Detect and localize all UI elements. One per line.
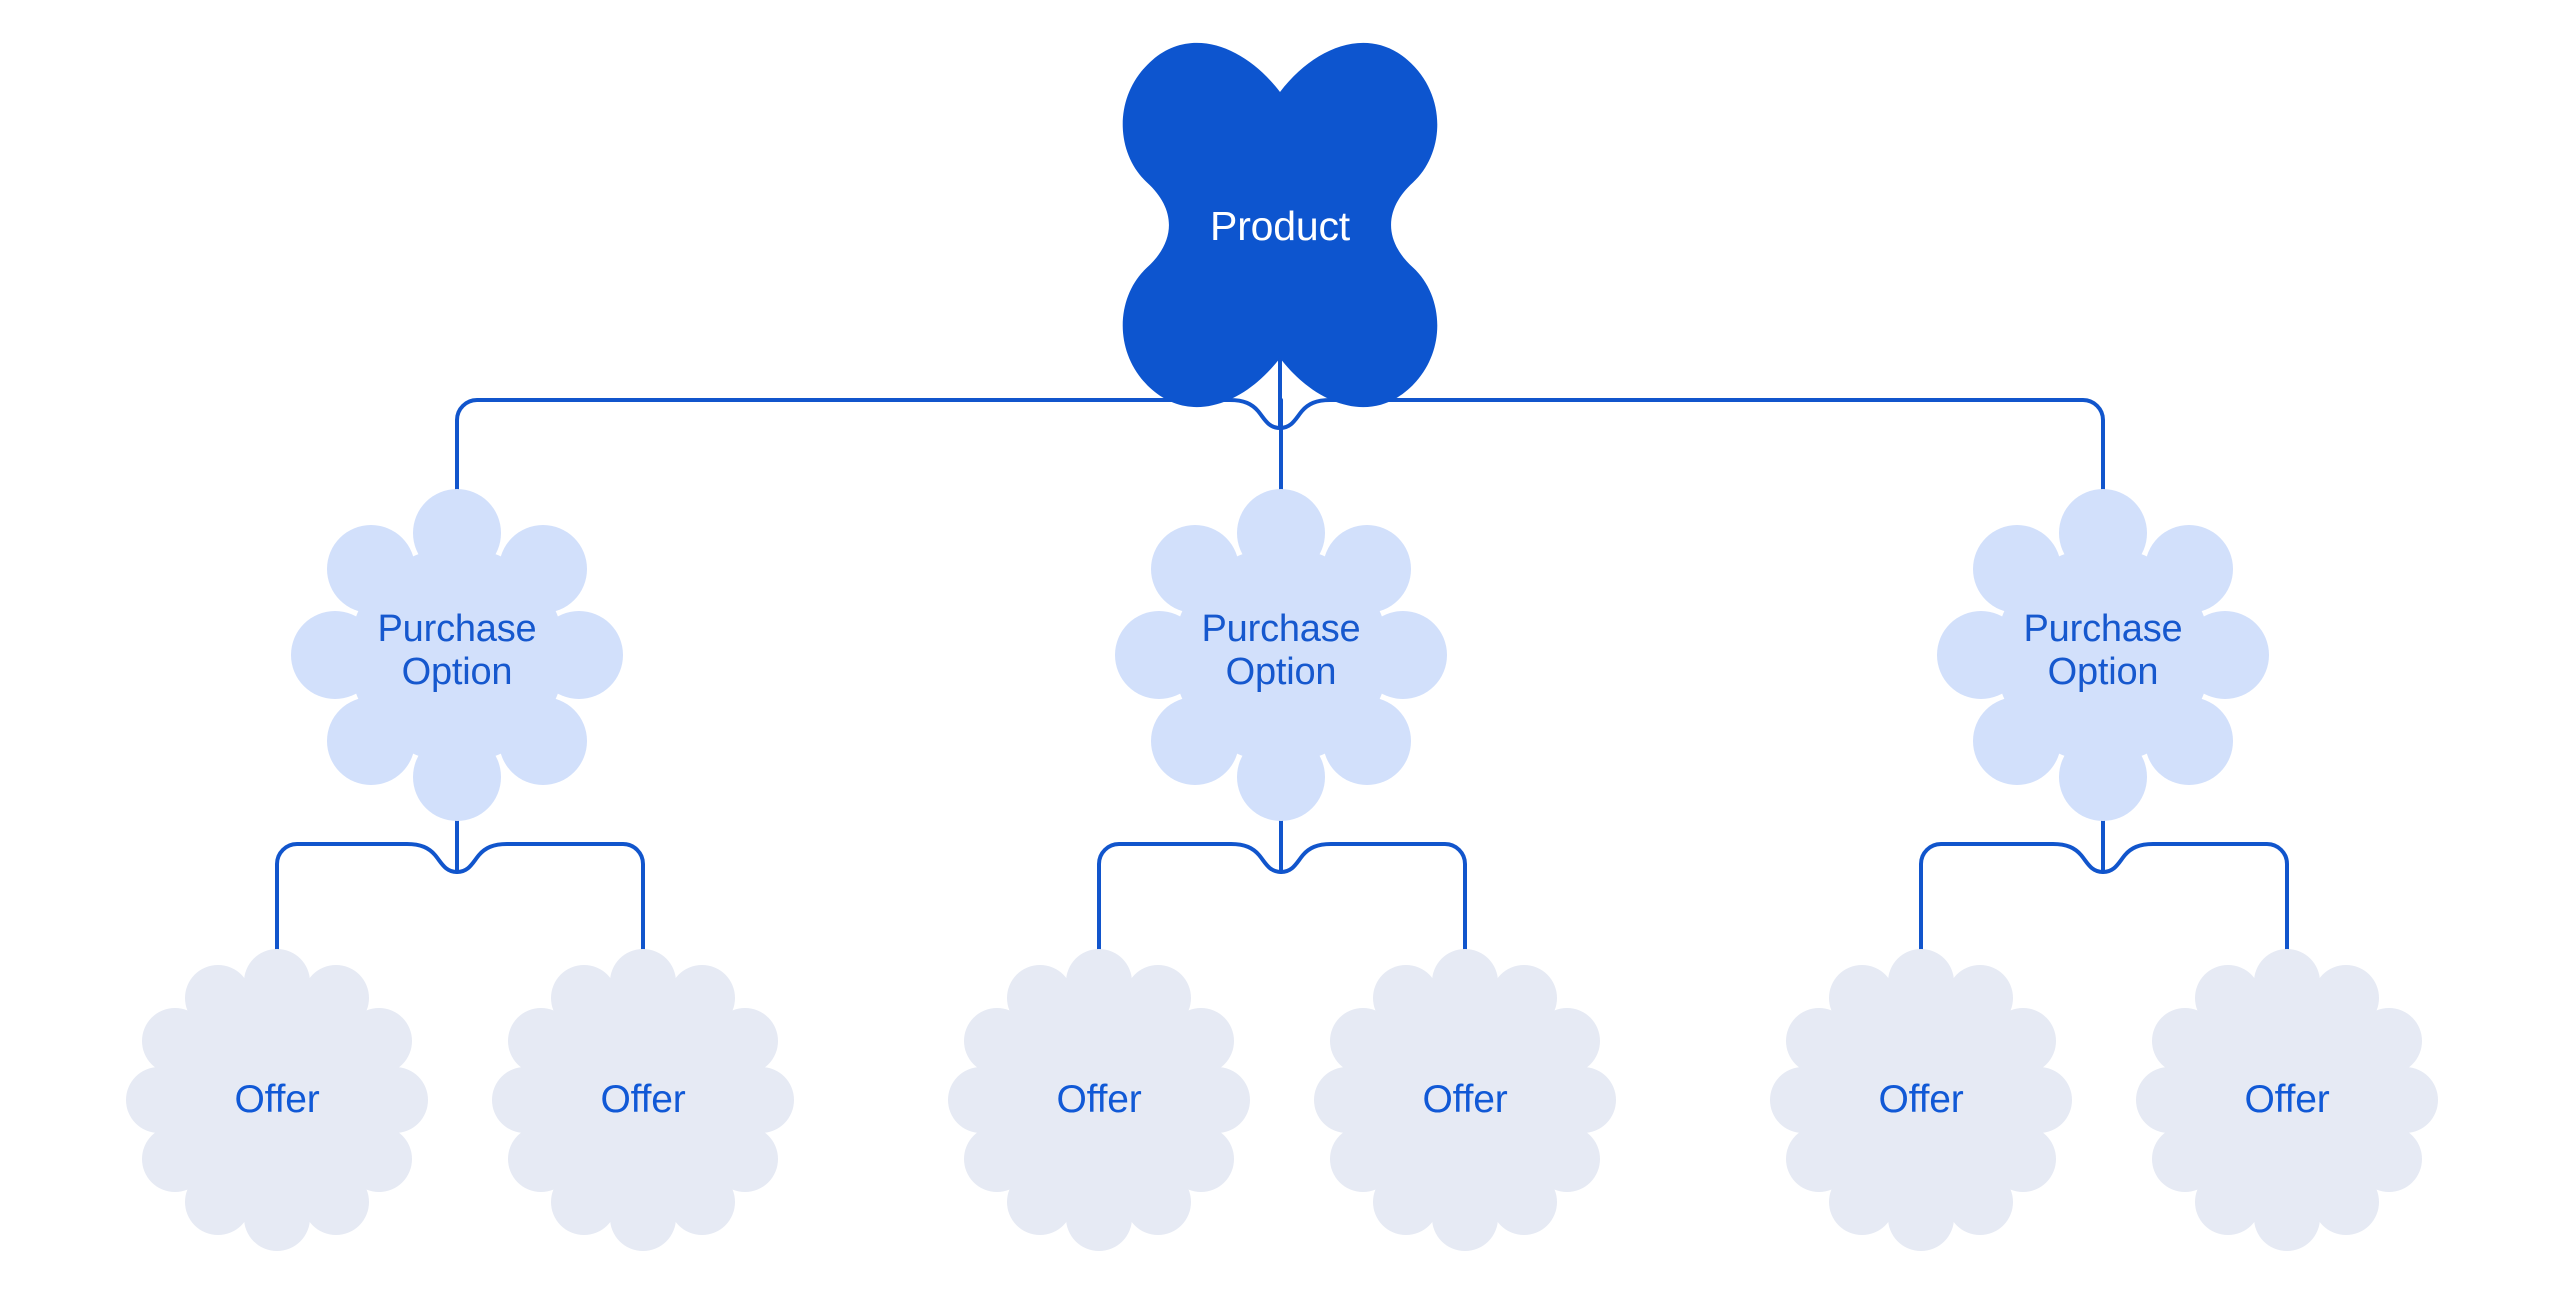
node-purchase-option-3-shape[interactable] [1937,489,2269,821]
edge-bus-top-left [455,398,1282,524]
node-offer-4-shape[interactable] [1314,949,1616,1251]
node-offer-6-shape[interactable] [2136,949,2438,1251]
node-product-shape[interactable] [1122,42,1438,408]
node-offer-2-shape[interactable] [492,949,794,1251]
edge-option3-to-offer5 [1919,842,2105,970]
node-offer-5-shape[interactable] [1770,949,2072,1251]
edge-option1-to-offer1 [275,842,459,970]
node-purchase-option-2-shape[interactable] [1115,489,1447,821]
node-offer-3-shape[interactable] [948,949,1250,1251]
node-purchase-option-1-shape[interactable] [291,489,623,821]
edge-option1-to-offer2 [455,842,645,970]
node-offer-1-shape[interactable] [126,949,428,1251]
edge-option2-to-offer3 [1097,842,1283,970]
edge-option3-to-offer6 [2101,842,2289,970]
edge-bus-top-right [1278,398,2105,524]
edge-option2-to-offer4 [1279,842,1467,970]
